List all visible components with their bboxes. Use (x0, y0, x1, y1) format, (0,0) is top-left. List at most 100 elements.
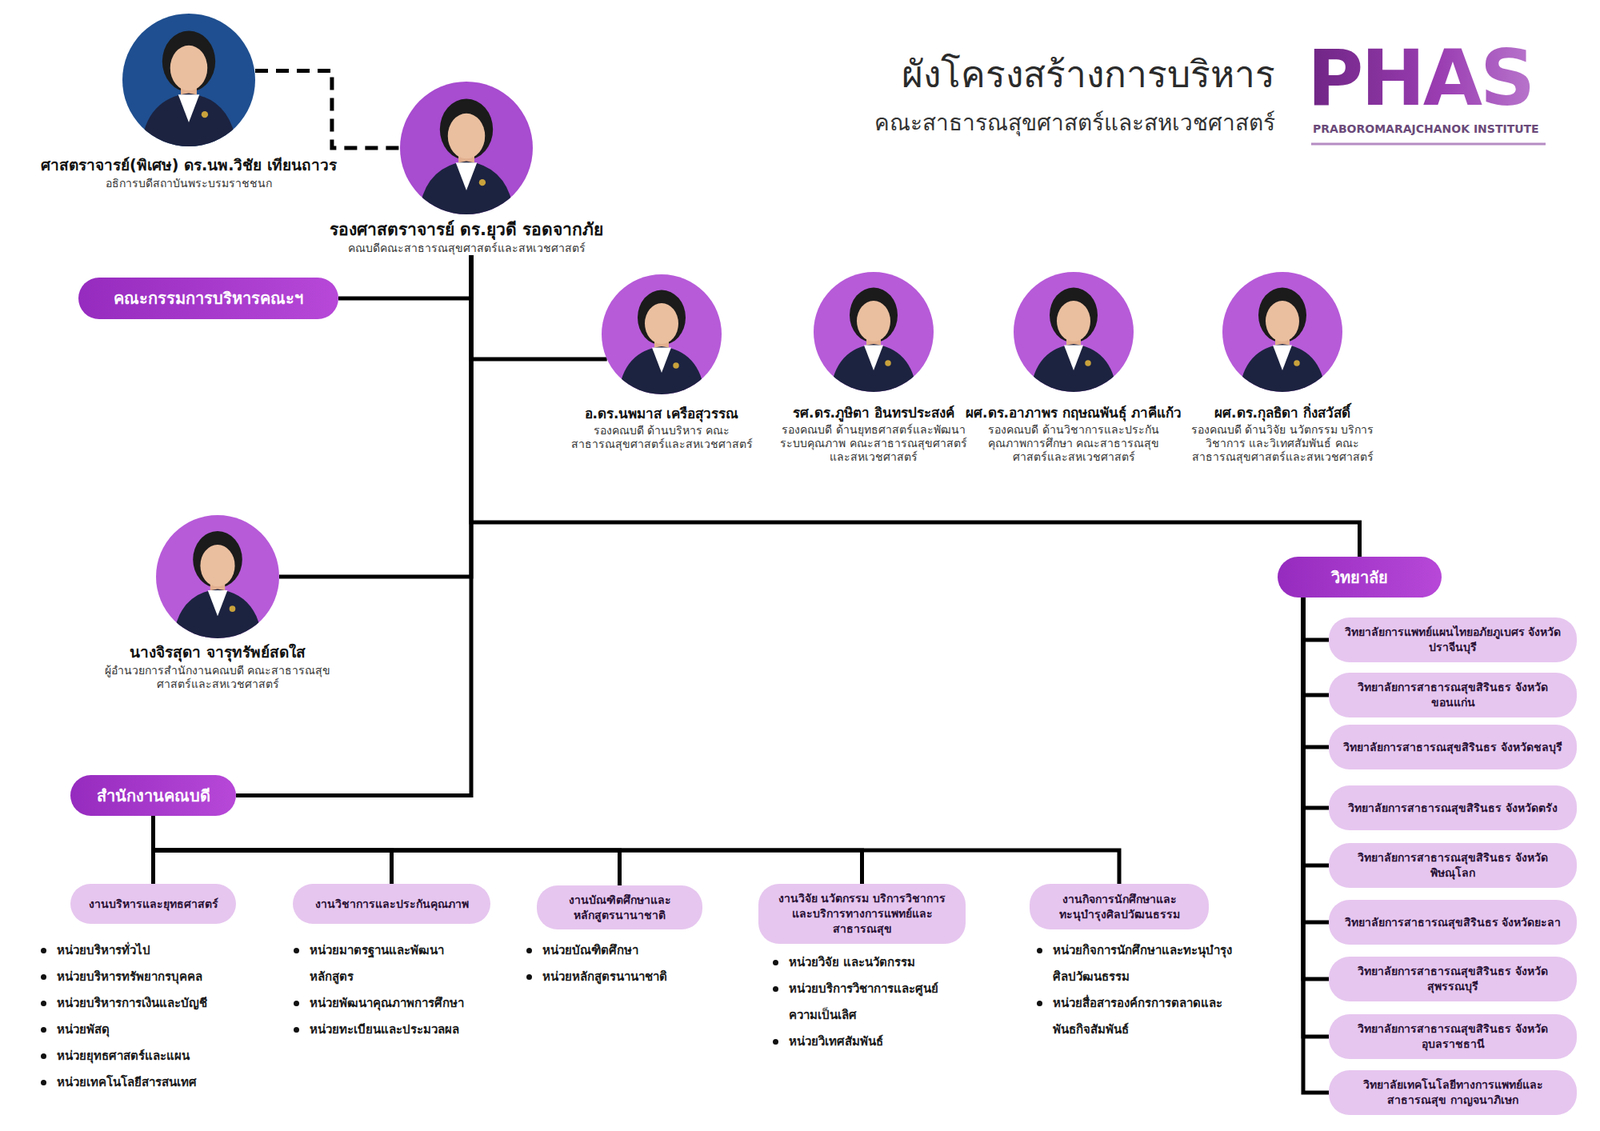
unit-item: หน่วยวิจัย และนวัตกรรม (772, 949, 961, 976)
person-name: รองศาสตราจารย์ ดร.ยุวดี รอดจากภัย (298, 219, 635, 240)
bullet-dot (526, 948, 532, 954)
logo-wordmark: PHAS (1307, 40, 1572, 117)
unit-box: งานบริหารและยุทธศาสตร์ (70, 884, 236, 924)
unit-item: หน่วยสื่อสารองค์กรการตลาดและพันธกิจสัมพั… (1036, 990, 1233, 1044)
bullet-dot (293, 1027, 300, 1033)
person-name: ผศ.ดร.กุลธิดา กิ่งสวัสดิ์ (1162, 404, 1403, 422)
unit-name: หน่วยมาตรฐานและพัฒนาหลักสูตร (309, 943, 444, 984)
org-connector (236, 255, 472, 796)
org-connector (1303, 597, 1329, 923)
person-position: ผู้อำนวยการสำนักงานคณบดี คณะสาธารณสุขศาส… (101, 664, 334, 692)
unit-name: หน่วยบริหารทั่วไป (56, 943, 151, 958)
portrait-photo (122, 13, 256, 147)
unit-name: หน่วยวิจัย และนวัตกรรม (788, 955, 916, 970)
person-card: รศ.ดร.ภูษิตา อินทรประสงค์รองคณบดี ด้านยุ… (761, 272, 986, 464)
unit-box: วิทยาลัยการสาธารณสุขสิรินธร จังหวัดชลบุร… (1328, 724, 1577, 770)
unit-item: หน่วยพัฒนาคุณภาพการศึกษา (293, 990, 482, 1017)
unit-item: หน่วยบริหารการเงินและบัญชี (40, 990, 249, 1017)
unit-box: วิทยาลัยการแพทย์แผนไทยอภัยภูเบศร จังหวัด… (1328, 617, 1577, 663)
box-text: วิทยาลัยเทคโนโลยีทางการแพทย์และสาธารณสุข… (1340, 1077, 1566, 1108)
unit-name: หน่วยยุทธศาสตร์และแผน (56, 1048, 190, 1064)
bullet-dot (293, 948, 300, 954)
unit-box: วิทยาลัยการสาธารณสุขสิรินธร จังหวัดสุพรร… (1328, 956, 1577, 1002)
logo-underline (1311, 143, 1546, 146)
unit-name: หน่วยหลักสูตรนานาชาติ (542, 969, 668, 984)
box-text: สำนักงานคณบดี (96, 783, 211, 809)
portrait-photo (1013, 272, 1134, 392)
unit-name: หน่วยพัฒนาคุณภาพการศึกษา (309, 996, 464, 1011)
unit-list: หน่วยบริหารทั่วไปหน่วยบริหารทรัพยากรบุคค… (40, 937, 249, 1096)
org-connector (1303, 597, 1329, 1037)
box-text: วิทยาลัยการแพทย์แผนไทยอภัยภูเบศร จังหวัด… (1340, 624, 1566, 656)
unit-list: หน่วยบัณฑิตศึกษาหน่วยหลักสูตรนานาชาติ (526, 937, 711, 991)
person-position: รองคณบดี ด้านบริหาร คณะสาธารณสุขศาสตร์แล… (569, 424, 754, 452)
org-connector (471, 255, 608, 360)
unit-name: หน่วยวิเทศสัมพันธ์ (788, 1034, 884, 1049)
person-card: ผศ.ดร.อาภาพร กฤษณพันธุ์ ภาคีแก้วรองคณบดี… (957, 272, 1190, 464)
portrait-figure (1013, 272, 1134, 392)
org-connector (1303, 597, 1329, 640)
unit-box: วิทยาลัยการสาธารณสุขสิรินธร จังหวัดตรัง (1328, 785, 1577, 831)
unit-name: หน่วยบริหารการเงินและบัญชี (56, 996, 208, 1011)
unit-list: หน่วยวิจัย และนวัตกรรมหน่วยบริการวิชาการ… (772, 949, 961, 1056)
unit-name: หน่วยสื่อสารองค์กรการตลาดและพันธกิจสัมพั… (1052, 996, 1223, 1037)
person-position: รองคณบดี ด้านวิชาการและประกันคุณภาพการศึ… (973, 423, 1174, 464)
box-text: วิทยาลัยการสาธารณสุขสิรินธร จังหวัดสุพรร… (1340, 964, 1566, 995)
portrait-figure (400, 81, 533, 215)
unit-name: หน่วยทะเบียนและประมวลผล (309, 1022, 460, 1037)
person-card: อ.ดร.นพมาส เครือสุวรรณรองคณบดี ด้านบริหา… (549, 274, 774, 452)
unit-box: วิทยาลัยการสาธารณสุขสิรินธร จังหวัดยะลา (1328, 900, 1577, 945)
unit-box: งานวิชาการและประกันคุณภาพ (292, 884, 491, 924)
portrait-photo (400, 81, 533, 215)
box-text: วิทยาลัยการสาธารณสุขสิรินธร จังหวัดตรัง (1348, 800, 1558, 816)
person-position: รองคณบดี ด้านวิจัย นวัตกรรม บริการวิชากา… (1186, 423, 1379, 464)
bullet-dot (772, 986, 779, 992)
person-position: รองคณบดี ด้านยุทธศาสตร์และพัฒนาระบบคุณภา… (773, 423, 974, 464)
org-connector (1303, 597, 1329, 866)
box-text: งานวิชาการและประกันคุณภาพ (315, 896, 469, 912)
person-name: รศ.ดร.ภูษิตา อินทรประสงค์ (761, 404, 986, 422)
box-text: วิทยาลัยการสาธารณสุขสิรินธร จังหวัดยะลา (1344, 915, 1562, 931)
org-connector (1303, 597, 1329, 748)
portrait-figure (601, 274, 722, 395)
unit-name: หน่วยบริหารทรัพยากรบุคคล (56, 969, 203, 984)
portrait-figure (156, 515, 280, 639)
unit-name: หน่วยเทคโนโลยีสารสนเทศ (56, 1075, 197, 1090)
org-connector (1303, 597, 1329, 980)
bullet-dot (1036, 948, 1043, 954)
unit-name: หน่วยกิจการนักศึกษาและทะนุบำรุงศิลปวัฒนธ… (1052, 943, 1232, 984)
unit-box: วิทยาลัยการสาธารณสุขสิรินธร จังหวัดพิษณุ… (1328, 843, 1577, 888)
unit-item: หน่วยหลักสูตรนานาชาติ (526, 964, 711, 991)
logo-tagline: PRABOROMARAJCHANOK INSTITUTE (1312, 122, 1577, 136)
portrait-figure (122, 13, 256, 147)
bullet-dot (40, 1053, 47, 1060)
unit-name: หน่วยบริการวิชาการและศูนย์ความเป็นเลิศ (788, 981, 939, 1023)
unit-item: หน่วยวิเทศสัมพันธ์ (772, 1028, 961, 1056)
unit-name: หน่วยบัณฑิตศึกษา (542, 943, 639, 958)
section-pill: สำนักงานคณบดี (70, 775, 236, 816)
dashed-connector (255, 70, 400, 148)
person-card: รองศาสตราจารย์ ดร.ยุวดี รอดจากภัยคณบดีคณ… (298, 81, 635, 256)
box-text: วิทยาลัยการสาธารณสุขสิรินธร จังหวัดชลบุร… (1343, 740, 1563, 756)
bullet-dot (40, 1027, 47, 1033)
person-name: นางจิรสุดา จารุทรัพย์สดใส (97, 643, 338, 663)
box-text: วิทยาลัยการสาธารณสุขสิรินธร จังหวัดอุบลร… (1340, 1021, 1566, 1052)
person-name: ผศ.ดร.อาภาพร กฤษณพันธุ์ ภาคีแก้ว (957, 404, 1190, 422)
org-connector (338, 255, 472, 299)
org-connector (1303, 597, 1329, 1093)
unit-box: วิทยาลัยเทคโนโลยีทางการแพทย์และสาธารณสุข… (1328, 1070, 1577, 1116)
bullet-dot (772, 960, 779, 966)
person-card: ศาสตราจารย์(พิเศษ) ดร.นพ.วิชัย เทียนถาวร… (12, 13, 365, 191)
portrait-photo (813, 272, 934, 392)
unit-box: งานบัณฑิตศึกษาและหลักสูตรนานาชาติ (536, 885, 703, 930)
person-position: อธิการบดีสถาบันพระบรมราชชนก (28, 176, 349, 191)
portrait-photo (156, 515, 280, 639)
unit-box: งานวิจัย นวัตกรรม บริการวิชาการและบริการ… (758, 884, 966, 944)
person-position: คณบดีคณะสาธารณสุขศาสตร์และสหเวชศาสตร์ (306, 241, 627, 256)
unit-item: หน่วยกิจการนักศึกษาและทะนุบำรุงศิลปวัฒนธ… (1036, 937, 1233, 991)
unit-item: หน่วยบริหารทั่วไป (40, 937, 249, 964)
org-connector (1303, 597, 1329, 808)
box-text: วิทยาลัยการสาธารณสุขสิรินธร จังหวัดพิษณุ… (1340, 850, 1566, 881)
bullet-dot (293, 1000, 300, 1007)
